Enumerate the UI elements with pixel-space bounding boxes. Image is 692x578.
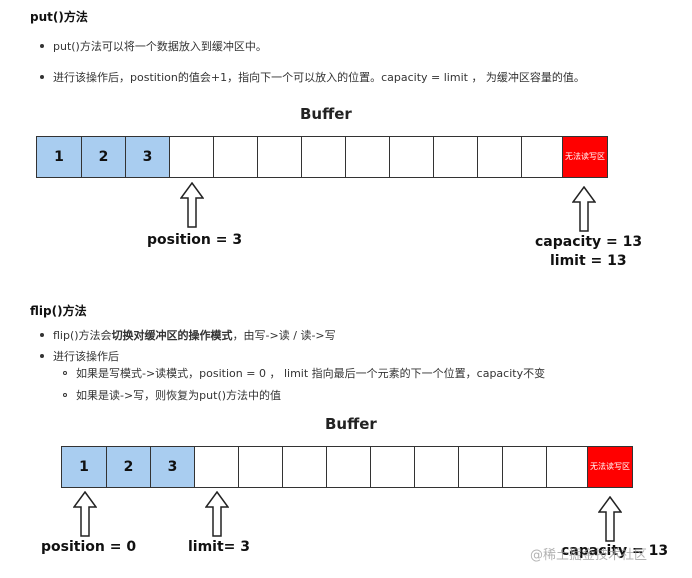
buffer-cell: 1 <box>37 137 82 177</box>
buffer-cell: 2 <box>82 137 126 177</box>
buffer-cell <box>434 137 478 177</box>
put-bullet-1: put()方法可以将一个数据放入到缓冲区中。 <box>53 40 267 53</box>
up-arrow-icon <box>180 182 204 228</box>
buffer-cell <box>327 447 371 487</box>
buffer-cell <box>371 447 415 487</box>
buffer-cell <box>503 447 547 487</box>
flip-bullet-2: 进行该操作后 <box>53 350 119 363</box>
up-arrow-icon <box>598 496 622 542</box>
flip-bullet-1: flip()方法会切换对缓冲区的操作模式，由写->读 / 读->写 <box>53 327 336 343</box>
up-arrow-icon <box>205 491 229 537</box>
buffer-cell <box>258 137 302 177</box>
put-bullet-2: 进行该操作后，postition的值会+1，指向下一个可以放入的位置。capac… <box>53 71 585 84</box>
watermark: @稀土掘金技术社区 <box>530 548 648 563</box>
buffer-cell <box>302 137 346 177</box>
buffer-cell <box>170 137 214 177</box>
up-arrow-icon <box>73 491 97 537</box>
buffer-cell: 1 <box>62 447 107 487</box>
flip-capacity-label: capacity = 13 <box>561 543 669 559</box>
flip-sub-bullet-2: 如果是读->写，则恢复为put()方法中的值 <box>76 389 282 402</box>
bullet-dot <box>40 75 44 79</box>
put-limit-label: limit = 13 <box>550 253 627 269</box>
buffer-cell <box>547 447 588 487</box>
buffer-cell <box>390 137 434 177</box>
buffer-cell: 3 <box>126 137 170 177</box>
sub-bullet-ring <box>63 393 67 397</box>
sub-bullet-ring <box>63 371 67 375</box>
buffer-cell <box>346 137 390 177</box>
blocked-cell: 无法读写区 <box>588 447 632 487</box>
flip-limit-label: limit= 3 <box>188 539 251 555</box>
buffer-cell <box>478 137 522 177</box>
flip-buffer-title: Buffer <box>325 415 377 433</box>
buffer-cell <box>214 137 258 177</box>
buffer-cell <box>459 447 503 487</box>
put-position-label: position = 3 <box>147 232 243 248</box>
put-capacity-label: capacity = 13 <box>535 234 643 250</box>
flip-sub-bullet-1: 如果是写模式->读模式，position = 0 ， limit 指向最后一个元… <box>76 367 546 380</box>
flip-buffer: 1 2 3 无法读写区 <box>61 446 633 488</box>
buffer-cell <box>415 447 459 487</box>
flip-bullet-1-suffix: ，由写->读 / 读->写 <box>232 329 336 342</box>
buffer-cell <box>239 447 283 487</box>
buffer-cell <box>195 447 239 487</box>
put-buffer: 1 2 3 无法读写区 <box>36 136 608 178</box>
bullet-dot <box>40 354 44 358</box>
bullet-dot <box>40 44 44 48</box>
buffer-cell <box>522 137 563 177</box>
buffer-cell <box>283 447 327 487</box>
flip-bullet-1-bold: 切换对缓冲区的操作模式 <box>111 329 233 342</box>
blocked-cell: 无法读写区 <box>563 137 607 177</box>
put-buffer-title: Buffer <box>300 105 352 123</box>
put-heading: put()方法 <box>30 10 88 24</box>
flip-heading: flip()方法 <box>30 304 87 318</box>
buffer-cell: 3 <box>151 447 195 487</box>
flip-position-label: position = 0 <box>41 539 137 555</box>
flip-bullet-1-prefix: flip()方法会 <box>53 329 112 342</box>
bullet-dot <box>40 333 44 337</box>
buffer-cell: 2 <box>107 447 151 487</box>
up-arrow-icon <box>572 186 596 232</box>
